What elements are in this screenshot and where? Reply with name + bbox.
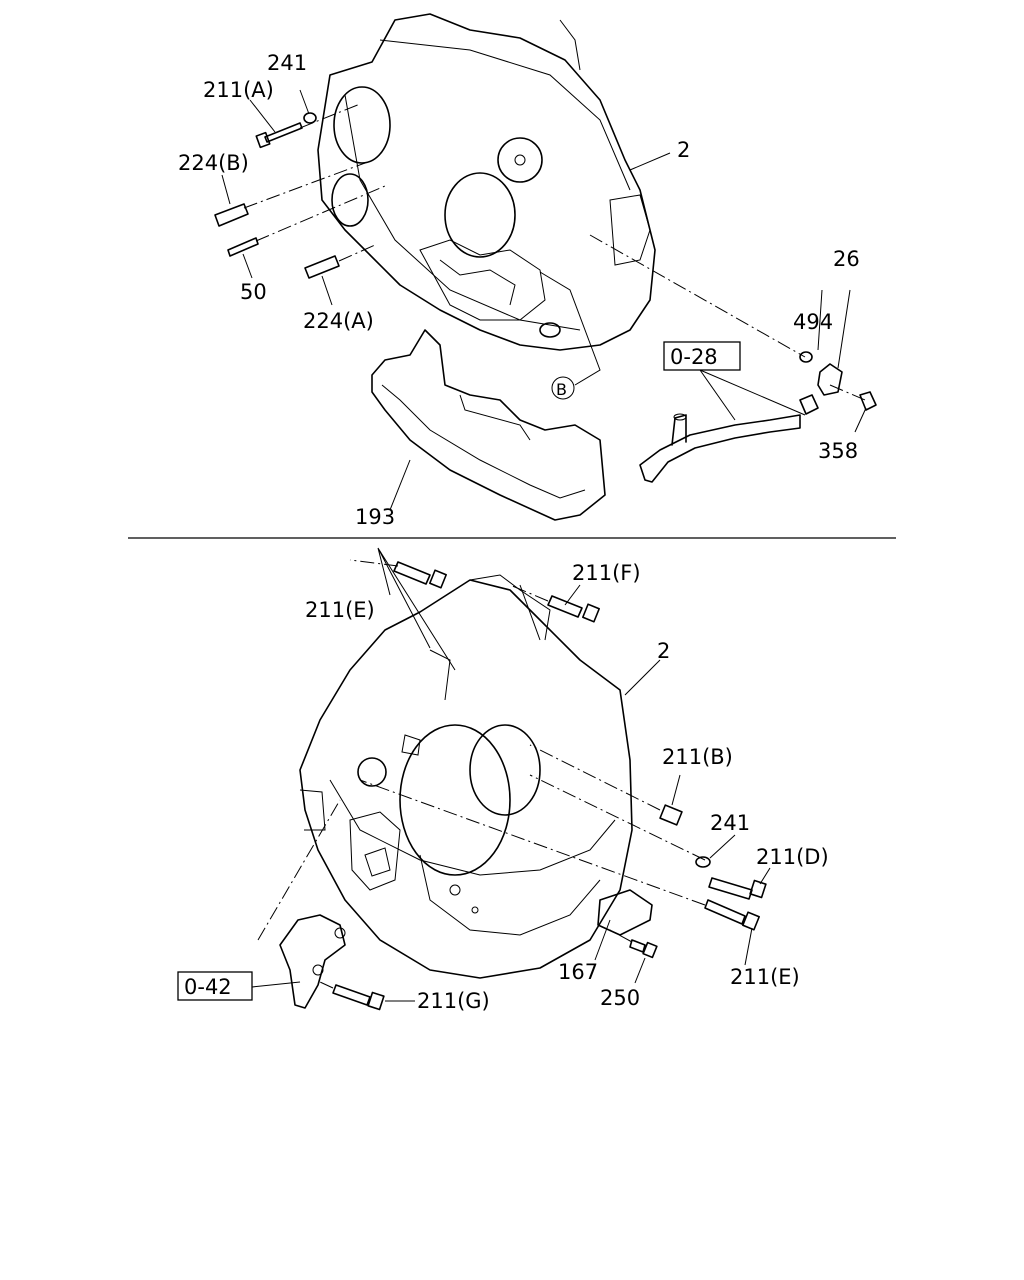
label-494: 494: [793, 310, 833, 334]
label-224b: 224(B): [178, 151, 249, 175]
label-241-bottom: 241: [710, 811, 750, 835]
label-26: 26: [833, 247, 860, 271]
marker-b-circle: [551, 376, 575, 400]
label-211d: 211(D): [756, 845, 829, 869]
label-2-top: 2: [677, 138, 690, 162]
cover-167: [597, 889, 653, 936]
label-211f: 211(F): [572, 561, 641, 585]
label-211e-bottom: 211(E): [730, 965, 800, 989]
ref-box-028: [663, 341, 741, 371]
label-193: 193: [355, 505, 395, 529]
label-211a: 211(A): [203, 78, 274, 102]
label-211b: 211(B): [662, 745, 733, 769]
hose-028: [639, 414, 801, 483]
label-211g: 211(G): [417, 989, 490, 1013]
flywheel-housing-top: [317, 13, 656, 351]
label-2-bottom: 2: [657, 639, 670, 663]
label-50: 50: [240, 280, 267, 304]
label-167: 167: [558, 960, 598, 984]
label-224a: 224(A): [303, 309, 374, 333]
cover-193: [371, 329, 606, 521]
label-250: 250: [600, 986, 640, 1010]
label-b: B: [556, 380, 567, 399]
bottom-assembly: 211(E) 211(F) 2 211(B) 241 211(D) 211(E)…: [177, 547, 829, 1013]
label-042: 0-42: [184, 975, 232, 999]
bracket-042: [279, 914, 346, 1009]
label-028: 0-28: [670, 345, 718, 369]
label-241-top: 241: [267, 51, 307, 75]
flywheel-housing-bottom: [299, 579, 633, 979]
ref-box-042: [177, 971, 253, 1001]
top-assembly: 211(A) 241 224(B) 50 224(A) 2 26 494 0-2…: [178, 13, 877, 529]
label-358: 358: [818, 439, 858, 463]
label-211e-top: 211(E): [305, 598, 375, 622]
